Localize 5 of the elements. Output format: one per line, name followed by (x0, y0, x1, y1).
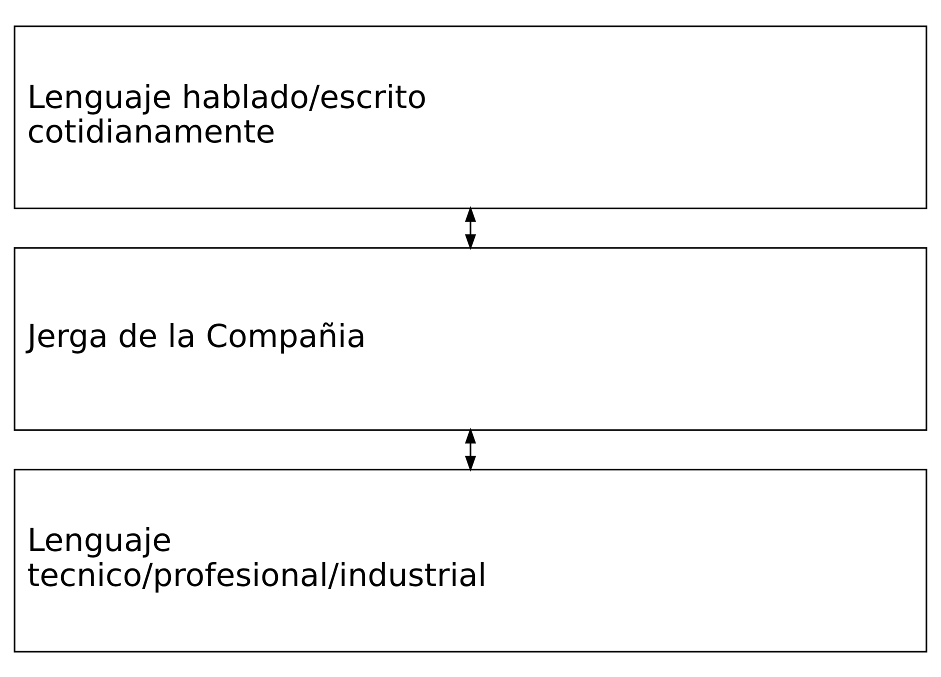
node-box: Lenguaje tecnico/profesional/industrial (14, 468, 928, 652)
arrow (464, 427, 476, 472)
node-box: Lenguaje hablado/escrito cotidianamente (14, 25, 928, 209)
arrow (464, 206, 476, 250)
node-box: Jerga de la Compañia (14, 246, 928, 430)
